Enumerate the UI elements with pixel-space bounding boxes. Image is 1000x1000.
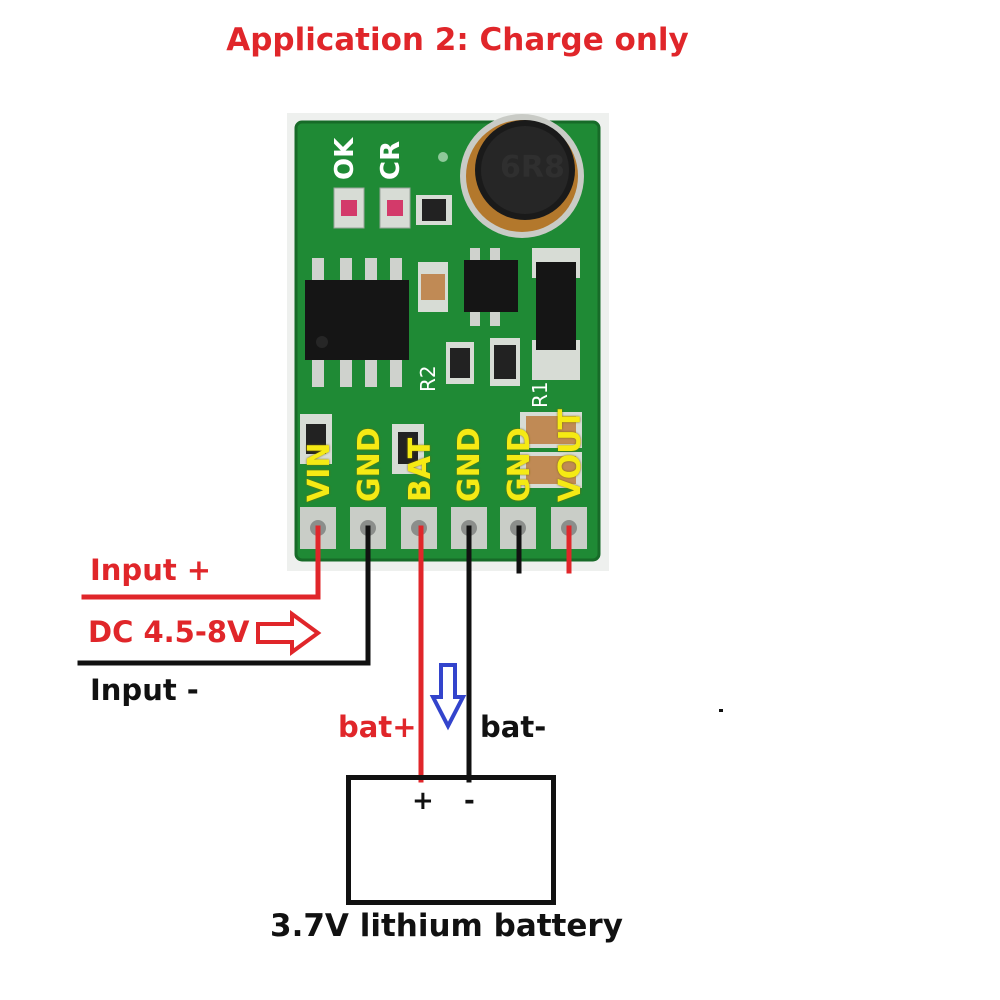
led-cr <box>379 187 411 229</box>
battery-label: 3.7V lithium battery <box>270 908 623 944</box>
capacitor-1 <box>418 262 448 312</box>
led-label-cr: CR <box>376 140 406 180</box>
diode <box>532 248 580 380</box>
resistor-r1 <box>490 338 520 386</box>
pin-label-gnd-1: GND <box>352 427 387 502</box>
pin-label-gnd-2: GND <box>452 427 487 502</box>
resistor-label-r1: R1 <box>528 381 552 408</box>
inductor <box>460 114 584 238</box>
input-minus-label: Input - <box>90 673 199 707</box>
battery-plus-terminal: + <box>412 786 434 816</box>
wire-input-minus <box>77 525 371 666</box>
resistor-r2 <box>446 342 474 384</box>
wire-input-plus <box>81 525 321 600</box>
transistor-ic <box>464 248 518 326</box>
battery-body <box>346 775 556 905</box>
resistor-small <box>416 195 452 225</box>
stray-mark <box>719 709 723 712</box>
pin-label-vout: VOUT <box>553 408 588 502</box>
bat-plus-label: bat+ <box>338 710 417 744</box>
input-arrow-icon <box>256 610 322 656</box>
battery-minus-terminal: - <box>464 786 475 816</box>
bat-minus-label: bat- <box>480 710 547 744</box>
pin-label-vin: VIN <box>302 442 337 503</box>
resistor-label-r2: R2 <box>416 365 440 392</box>
led-label-ok: OK <box>330 137 360 180</box>
inductor-marking: 6R8 <box>500 150 565 185</box>
charger-ic <box>305 258 409 387</box>
input-voltage-label: DC 4.5-8V <box>88 615 250 649</box>
input-plus-label: Input + <box>90 553 212 587</box>
pin-label-bat: BAT <box>403 437 438 502</box>
diagram-title: Application 2: Charge only <box>226 22 689 58</box>
pin-label-gnd-3: GND <box>502 427 537 502</box>
output-capacitors <box>520 412 582 488</box>
charge-flow-arrow-icon <box>429 663 467 731</box>
led-ok <box>333 187 365 229</box>
